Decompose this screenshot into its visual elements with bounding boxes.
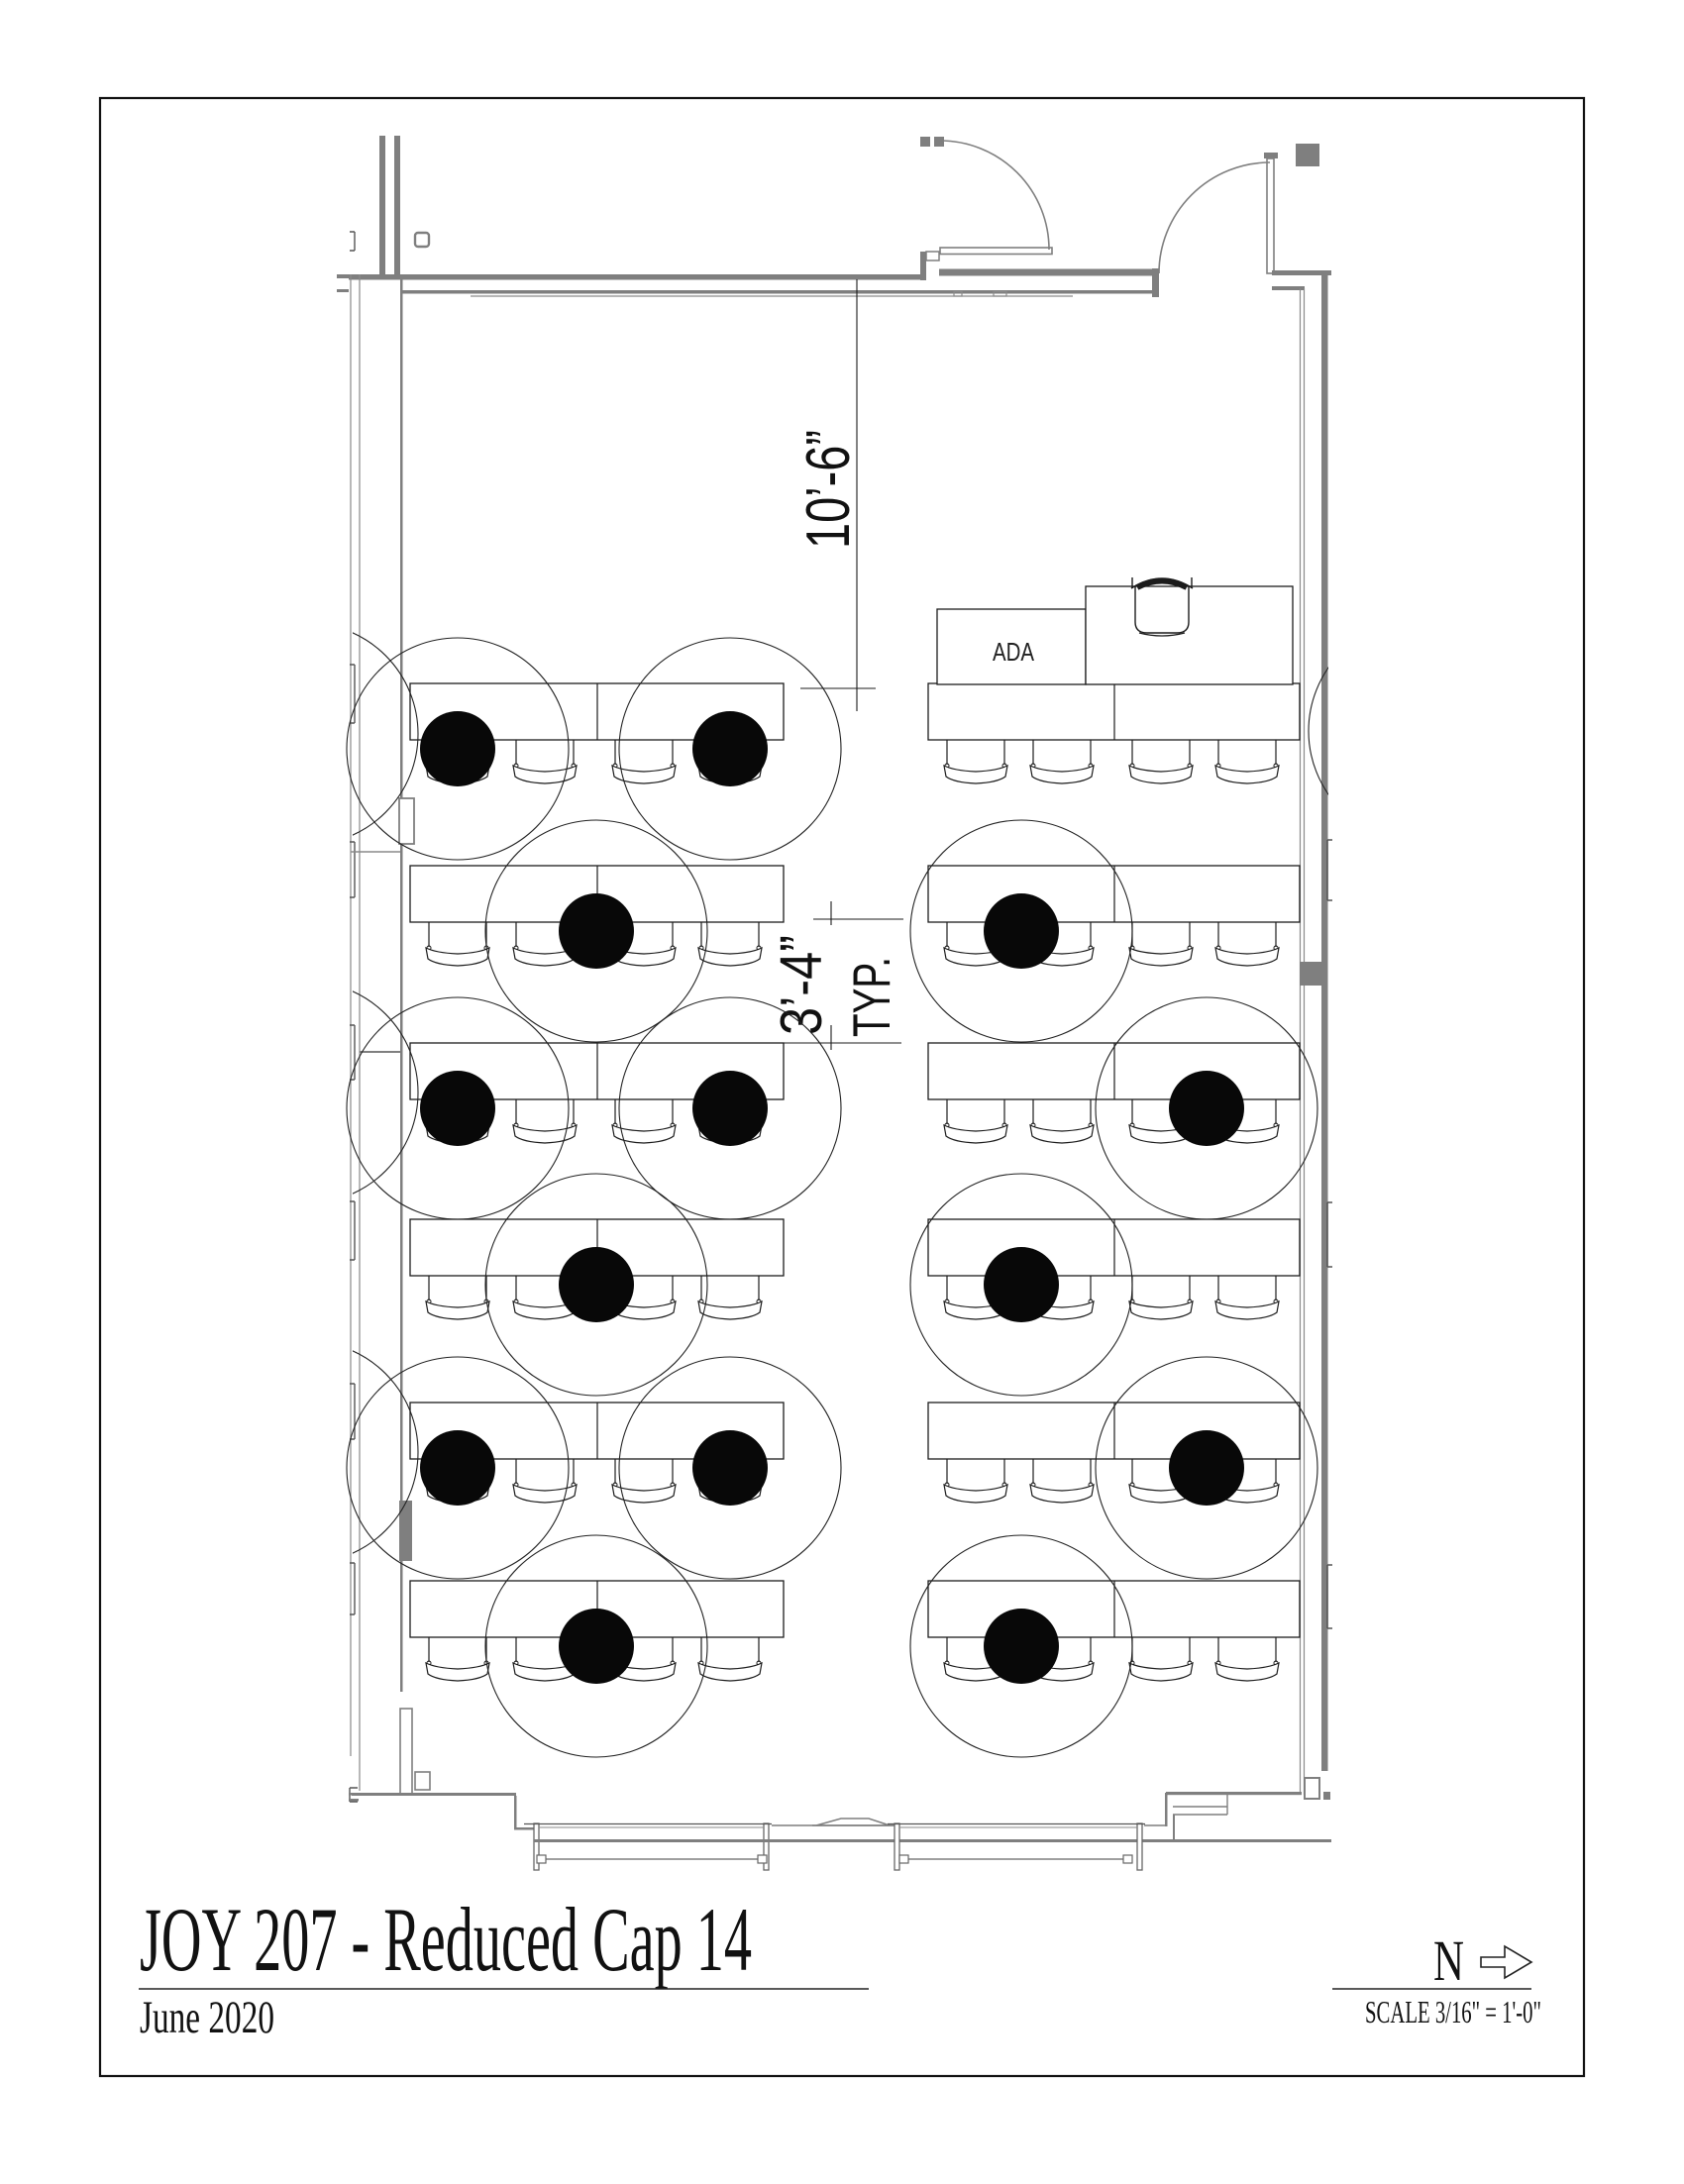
svg-text:JOY 207 - Reduced Cap 14: JOY 207 - Reduced Cap 14 xyxy=(140,1889,752,1990)
svg-text:3’-4”: 3’-4” xyxy=(768,935,834,1035)
svg-text:10’-6”: 10’-6” xyxy=(794,430,863,549)
svg-text:June 2020: June 2020 xyxy=(140,1992,274,2043)
svg-text:SCALE 3/16" = 1'-0": SCALE 3/16" = 1'-0" xyxy=(1365,1994,1541,2029)
svg-text:ADA: ADA xyxy=(993,637,1035,667)
svg-text:TYP.: TYP. xyxy=(842,957,901,1037)
svg-text:N: N xyxy=(1433,1928,1464,1993)
